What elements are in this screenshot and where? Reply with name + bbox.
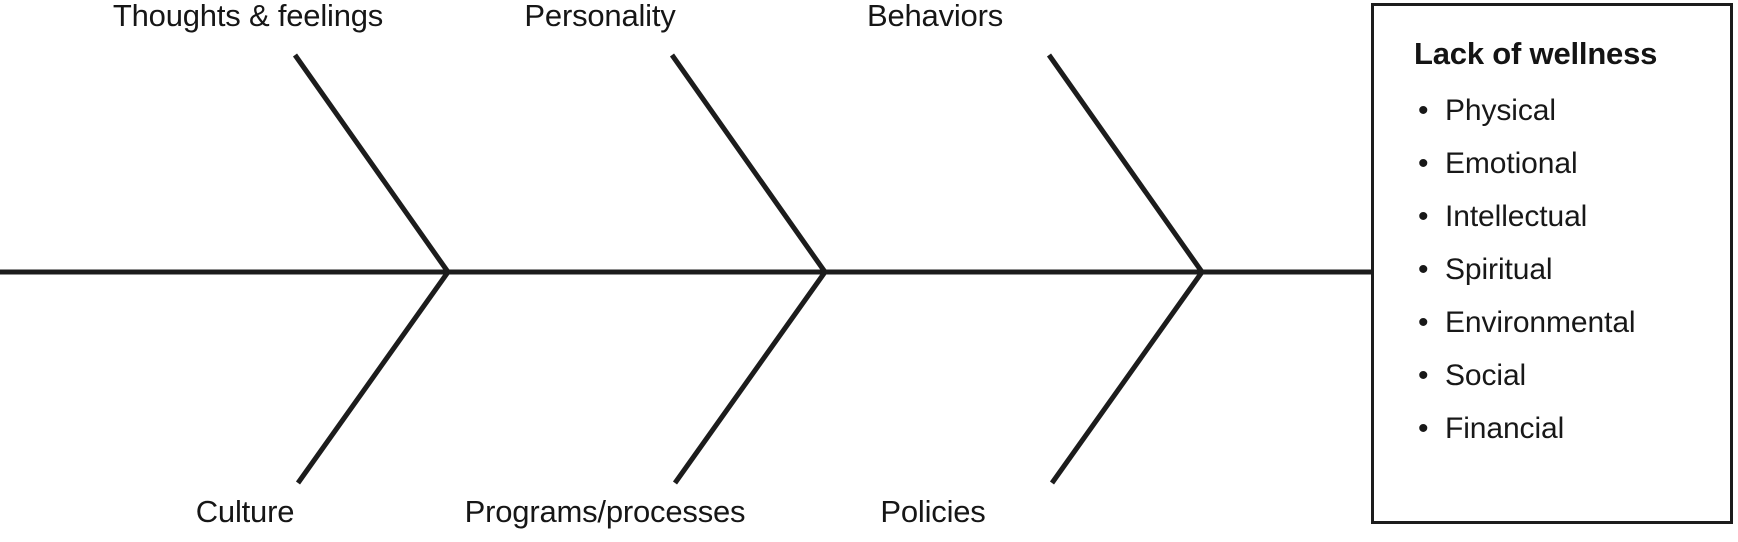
effect-list-item: • Intellectual [1418,190,1635,243]
bullet-icon: • [1418,94,1429,127]
bone-top-personality [669,53,828,274]
cause-label-policies: Policies [880,494,986,529]
effect-list-item: • Social [1418,349,1635,402]
cause-label-personality: Personality [524,0,676,33]
effect-list-item: • Emotional [1418,137,1635,190]
bone-top-behaviors [1046,53,1205,274]
bullet-icon: • [1418,412,1429,445]
effect-item-list: • Physical • Emotional • Intellectual • Spir… [1418,84,1636,455]
cause-label-culture: Culture [195,494,295,529]
effect-item-label: Emotional [1445,147,1578,180]
bullet-icon: • [1418,253,1429,286]
effect-title: Lack of wellness [1414,36,1658,71]
bullet-icon: • [1418,359,1429,392]
effect-box: Lack of wellness • Physical • Emotional • I… [1371,3,1733,524]
effect-list-item: • Financial [1418,402,1635,455]
effect-list-item: • Physical [1418,84,1635,137]
cause-label-behaviors: Behaviors [866,0,1004,33]
cause-label-programs-processes: Programs/processes [464,494,746,529]
effect-list-item: • Environmental [1418,296,1636,349]
effect-item-label: Environmental [1445,306,1636,339]
cause-label-thoughts-feelings: Thoughts & feelings [112,0,384,33]
effect-item-label: Financial [1445,412,1565,445]
bullet-icon: • [1418,147,1429,180]
bullet-icon: • [1418,200,1429,233]
effect-list-item: • Spiritual [1418,243,1635,296]
bullet-icon: • [1418,306,1429,339]
effect-item-label: Social [1445,359,1527,392]
effect-item-label: Intellectual [1445,200,1588,233]
effect-item-label: Physical [1445,94,1556,127]
bone-top-thoughts-feelings [292,53,451,274]
bone-bottom-culture [295,270,451,485]
effect-item-label: Spiritual [1445,253,1553,286]
bone-bottom-programs-processes [672,270,828,485]
bone-bottom-policies [1049,270,1205,485]
